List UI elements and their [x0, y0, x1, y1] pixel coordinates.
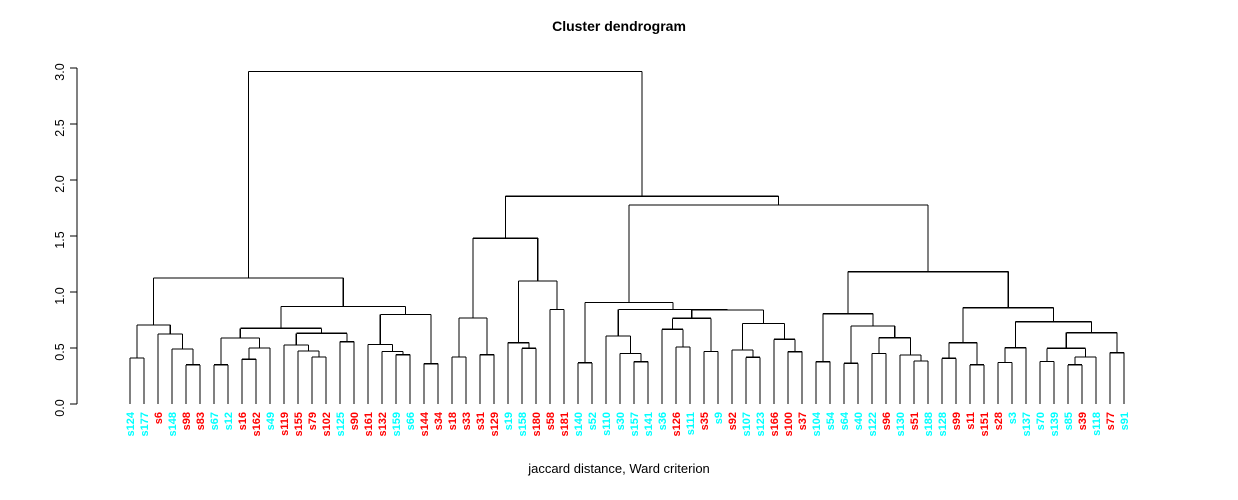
leaf-label: s129 — [489, 412, 501, 436]
leaf-label: s141 — [643, 412, 655, 436]
leaf-label: s77 — [1105, 412, 1117, 430]
leaf-label: s92 — [727, 412, 739, 430]
leaf-label: s79 — [307, 412, 319, 430]
leaf-label: s58 — [545, 412, 557, 430]
leaf-label: s52 — [587, 412, 599, 430]
leaf-label: s12 — [223, 412, 235, 430]
leaf-label: s49 — [265, 412, 277, 430]
leaf-label: s34 — [433, 411, 445, 430]
leaf-label: s40 — [853, 412, 865, 430]
leaf-label: s18 — [447, 412, 459, 430]
leaf-label: s123 — [755, 412, 767, 436]
leaf-label: s157 — [629, 412, 641, 436]
leaf-label: s100 — [783, 412, 795, 436]
y-tick-label: 2.0 — [53, 175, 67, 192]
leaf-label: s180 — [531, 412, 543, 436]
leaf-label: s125 — [335, 412, 347, 436]
y-tick-label: 0.5 — [53, 343, 67, 360]
chart-title: Cluster dendrogram — [552, 18, 686, 34]
leaf-label: s99 — [951, 412, 963, 430]
leaf-label: s118 — [1091, 412, 1103, 436]
leaf-label: s155 — [293, 412, 305, 436]
leaf-label: s137 — [1021, 412, 1033, 436]
leaf-label: s122 — [867, 412, 879, 436]
leaf-label: s104 — [811, 411, 823, 436]
leaf-label: s124 — [125, 411, 137, 436]
leaf-label: s188 — [923, 412, 935, 436]
leaf-label: s98 — [181, 412, 193, 430]
leaf-label: s70 — [1035, 412, 1047, 430]
leaf-label: s67 — [209, 412, 221, 430]
leaf-label: s158 — [517, 412, 529, 436]
leaf-label: s28 — [993, 412, 1005, 430]
leaf-label: s51 — [909, 412, 921, 430]
leaf-label: s64 — [839, 411, 851, 430]
leaf-label: s16 — [237, 412, 249, 430]
leaf-label: s96 — [881, 412, 893, 430]
leaf-label: s166 — [769, 412, 781, 436]
leaf-label: s3 — [1007, 412, 1019, 424]
leaf-label: s33 — [461, 412, 473, 430]
leaf-label: s54 — [825, 411, 837, 430]
leaf-label: s110 — [601, 412, 613, 436]
leaf-label: s19 — [503, 412, 515, 430]
y-tick-label: 1.5 — [53, 231, 67, 248]
leaf-label: s132 — [377, 412, 389, 436]
leaf-label: s91 — [1119, 412, 1131, 430]
leaf-label: s119 — [279, 412, 291, 436]
y-tick-label: 0.0 — [53, 399, 67, 416]
leaf-label: s6 — [153, 412, 165, 424]
leaf-label: s162 — [251, 412, 263, 436]
leaf-label: s177 — [139, 412, 151, 436]
leaf-label: s148 — [167, 412, 179, 436]
leaf-label: s9 — [713, 412, 725, 424]
leaf-label: s130 — [895, 412, 907, 436]
leaf-label: s85 — [1063, 412, 1075, 430]
leaf-label: s107 — [741, 412, 753, 436]
leaf-label: s126 — [671, 412, 683, 436]
leaf-label: s39 — [1077, 412, 1089, 430]
leaf-label: s37 — [797, 412, 809, 430]
leaf-label: s181 — [559, 412, 571, 436]
leaf-label: s30 — [615, 412, 627, 430]
leaf-label: s11 — [965, 412, 977, 430]
leaf-label: s144 — [419, 411, 431, 436]
leaf-label: s31 — [475, 412, 487, 430]
y-tick-label: 1.0 — [53, 287, 67, 304]
y-tick-label: 3.0 — [53, 63, 67, 80]
leaf-label: s90 — [349, 412, 361, 430]
leaf-label: s111 — [685, 412, 697, 435]
leaf-label: s151 — [979, 412, 991, 436]
leaf-label: s83 — [195, 412, 207, 430]
leaf-label: s159 — [391, 412, 403, 436]
y-tick-label: 2.5 — [53, 119, 67, 136]
leaf-label: s102 — [321, 412, 333, 436]
leaf-label: s140 — [573, 412, 585, 436]
leaf-label: s161 — [363, 412, 375, 436]
x-axis-label: jaccard distance, Ward criterion — [528, 461, 710, 476]
leaf-label: s66 — [405, 412, 417, 430]
leaf-label: s35 — [699, 412, 711, 430]
leaf-label: s139 — [1049, 412, 1061, 436]
leaf-label: s128 — [937, 412, 949, 436]
leaf-label: s36 — [657, 412, 669, 430]
